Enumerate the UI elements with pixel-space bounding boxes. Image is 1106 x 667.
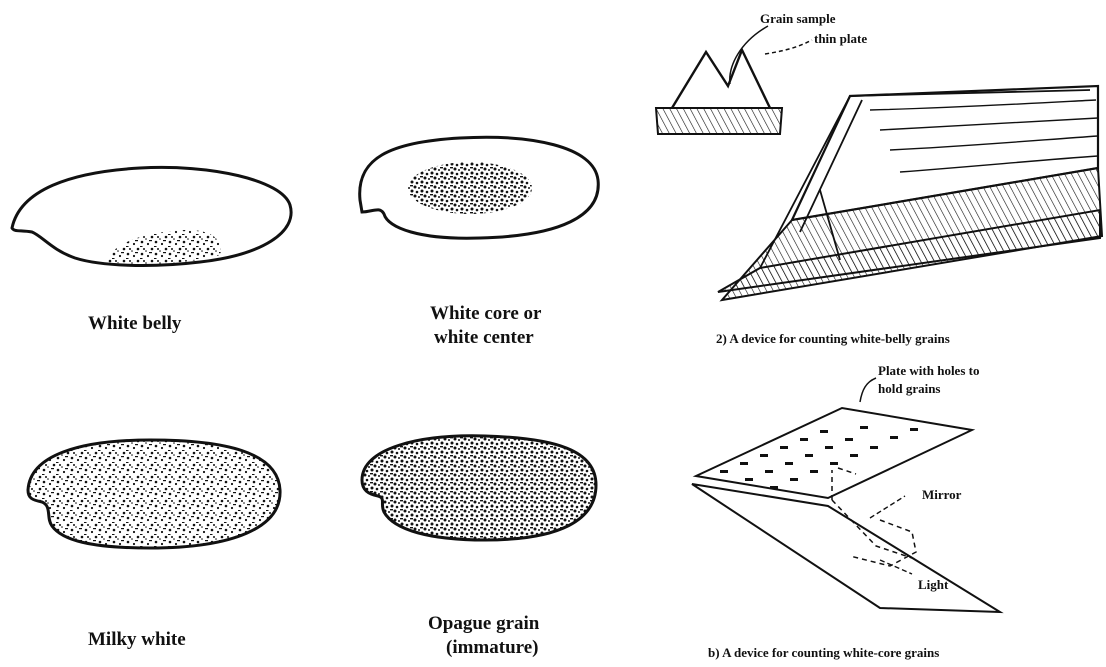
grain-milky-white (28, 440, 280, 548)
label-plate-holes-line1: Plate with holes to (878, 362, 979, 379)
label-opague-line2: (immature) (446, 636, 539, 660)
thin-plate-device (656, 26, 812, 134)
grain-white-belly (12, 167, 291, 265)
label-mirror: Mirror (922, 486, 961, 503)
label-grain-sample: Grain sample (760, 10, 835, 27)
caption-white-core-device: b) A device for counting white-core grai… (708, 644, 939, 661)
label-white-core-line2: white center (434, 326, 534, 350)
label-white-core-line1: White core or (430, 302, 542, 326)
grain-opague (362, 436, 596, 540)
label-opague-line1: Opague grain (428, 612, 539, 636)
label-light: Light (918, 576, 948, 593)
label-plate-holes-line2: hold grains (878, 380, 941, 397)
caption-white-belly-device: 2) A device for counting white-belly gra… (716, 330, 950, 347)
grain-white-core (360, 137, 599, 238)
label-milky-white: Milky white (88, 628, 186, 652)
label-white-belly: White belly (88, 312, 181, 336)
label-thin-plate: thin plate (814, 30, 867, 47)
